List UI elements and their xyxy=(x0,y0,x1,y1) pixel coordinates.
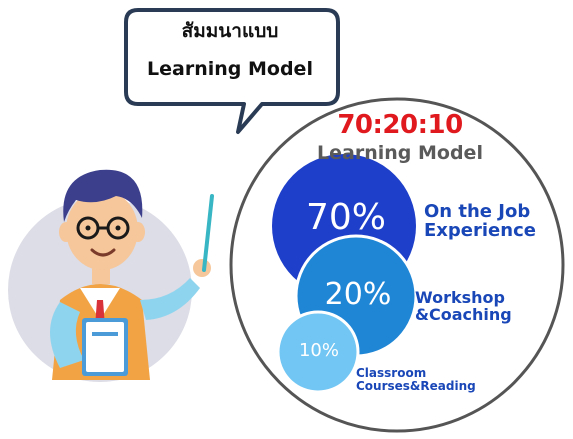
model-subtitle: Learning Model xyxy=(317,142,483,164)
segment-10-label: Classroom Courses&Reading xyxy=(356,367,476,392)
segment-70-percent: 70% xyxy=(305,197,386,238)
segment-20-percent: 20% xyxy=(324,277,392,312)
teacher-illustration xyxy=(8,169,214,382)
segment-10-circle xyxy=(276,310,360,394)
segment-10-percent: 10% xyxy=(298,340,339,361)
speech-bubble xyxy=(124,8,340,134)
bubble-english-text: Learning Model xyxy=(147,58,313,80)
segment-20-label: Workshop &Coaching xyxy=(415,288,512,324)
segment-70-label-line2: Experience xyxy=(424,219,536,241)
model-title: 70:20:10 xyxy=(337,110,463,140)
segment-20-label-line2: &Coaching xyxy=(415,304,512,324)
segment-70-label: On the Job Experience xyxy=(424,201,536,241)
segment-10-label-line2: Courses&Reading xyxy=(356,378,476,393)
segment-20-label-line1: Workshop xyxy=(415,288,505,307)
pointer-stick xyxy=(202,194,214,272)
bubble-thai-text: สัมมนาแบบ xyxy=(181,20,279,42)
segment-10-label-line1: Classroom xyxy=(356,366,427,380)
segment-70-label-line1: On the Job xyxy=(424,201,531,222)
speech-bubble-text: สัมมนาแบบ Learning Model xyxy=(128,12,332,82)
